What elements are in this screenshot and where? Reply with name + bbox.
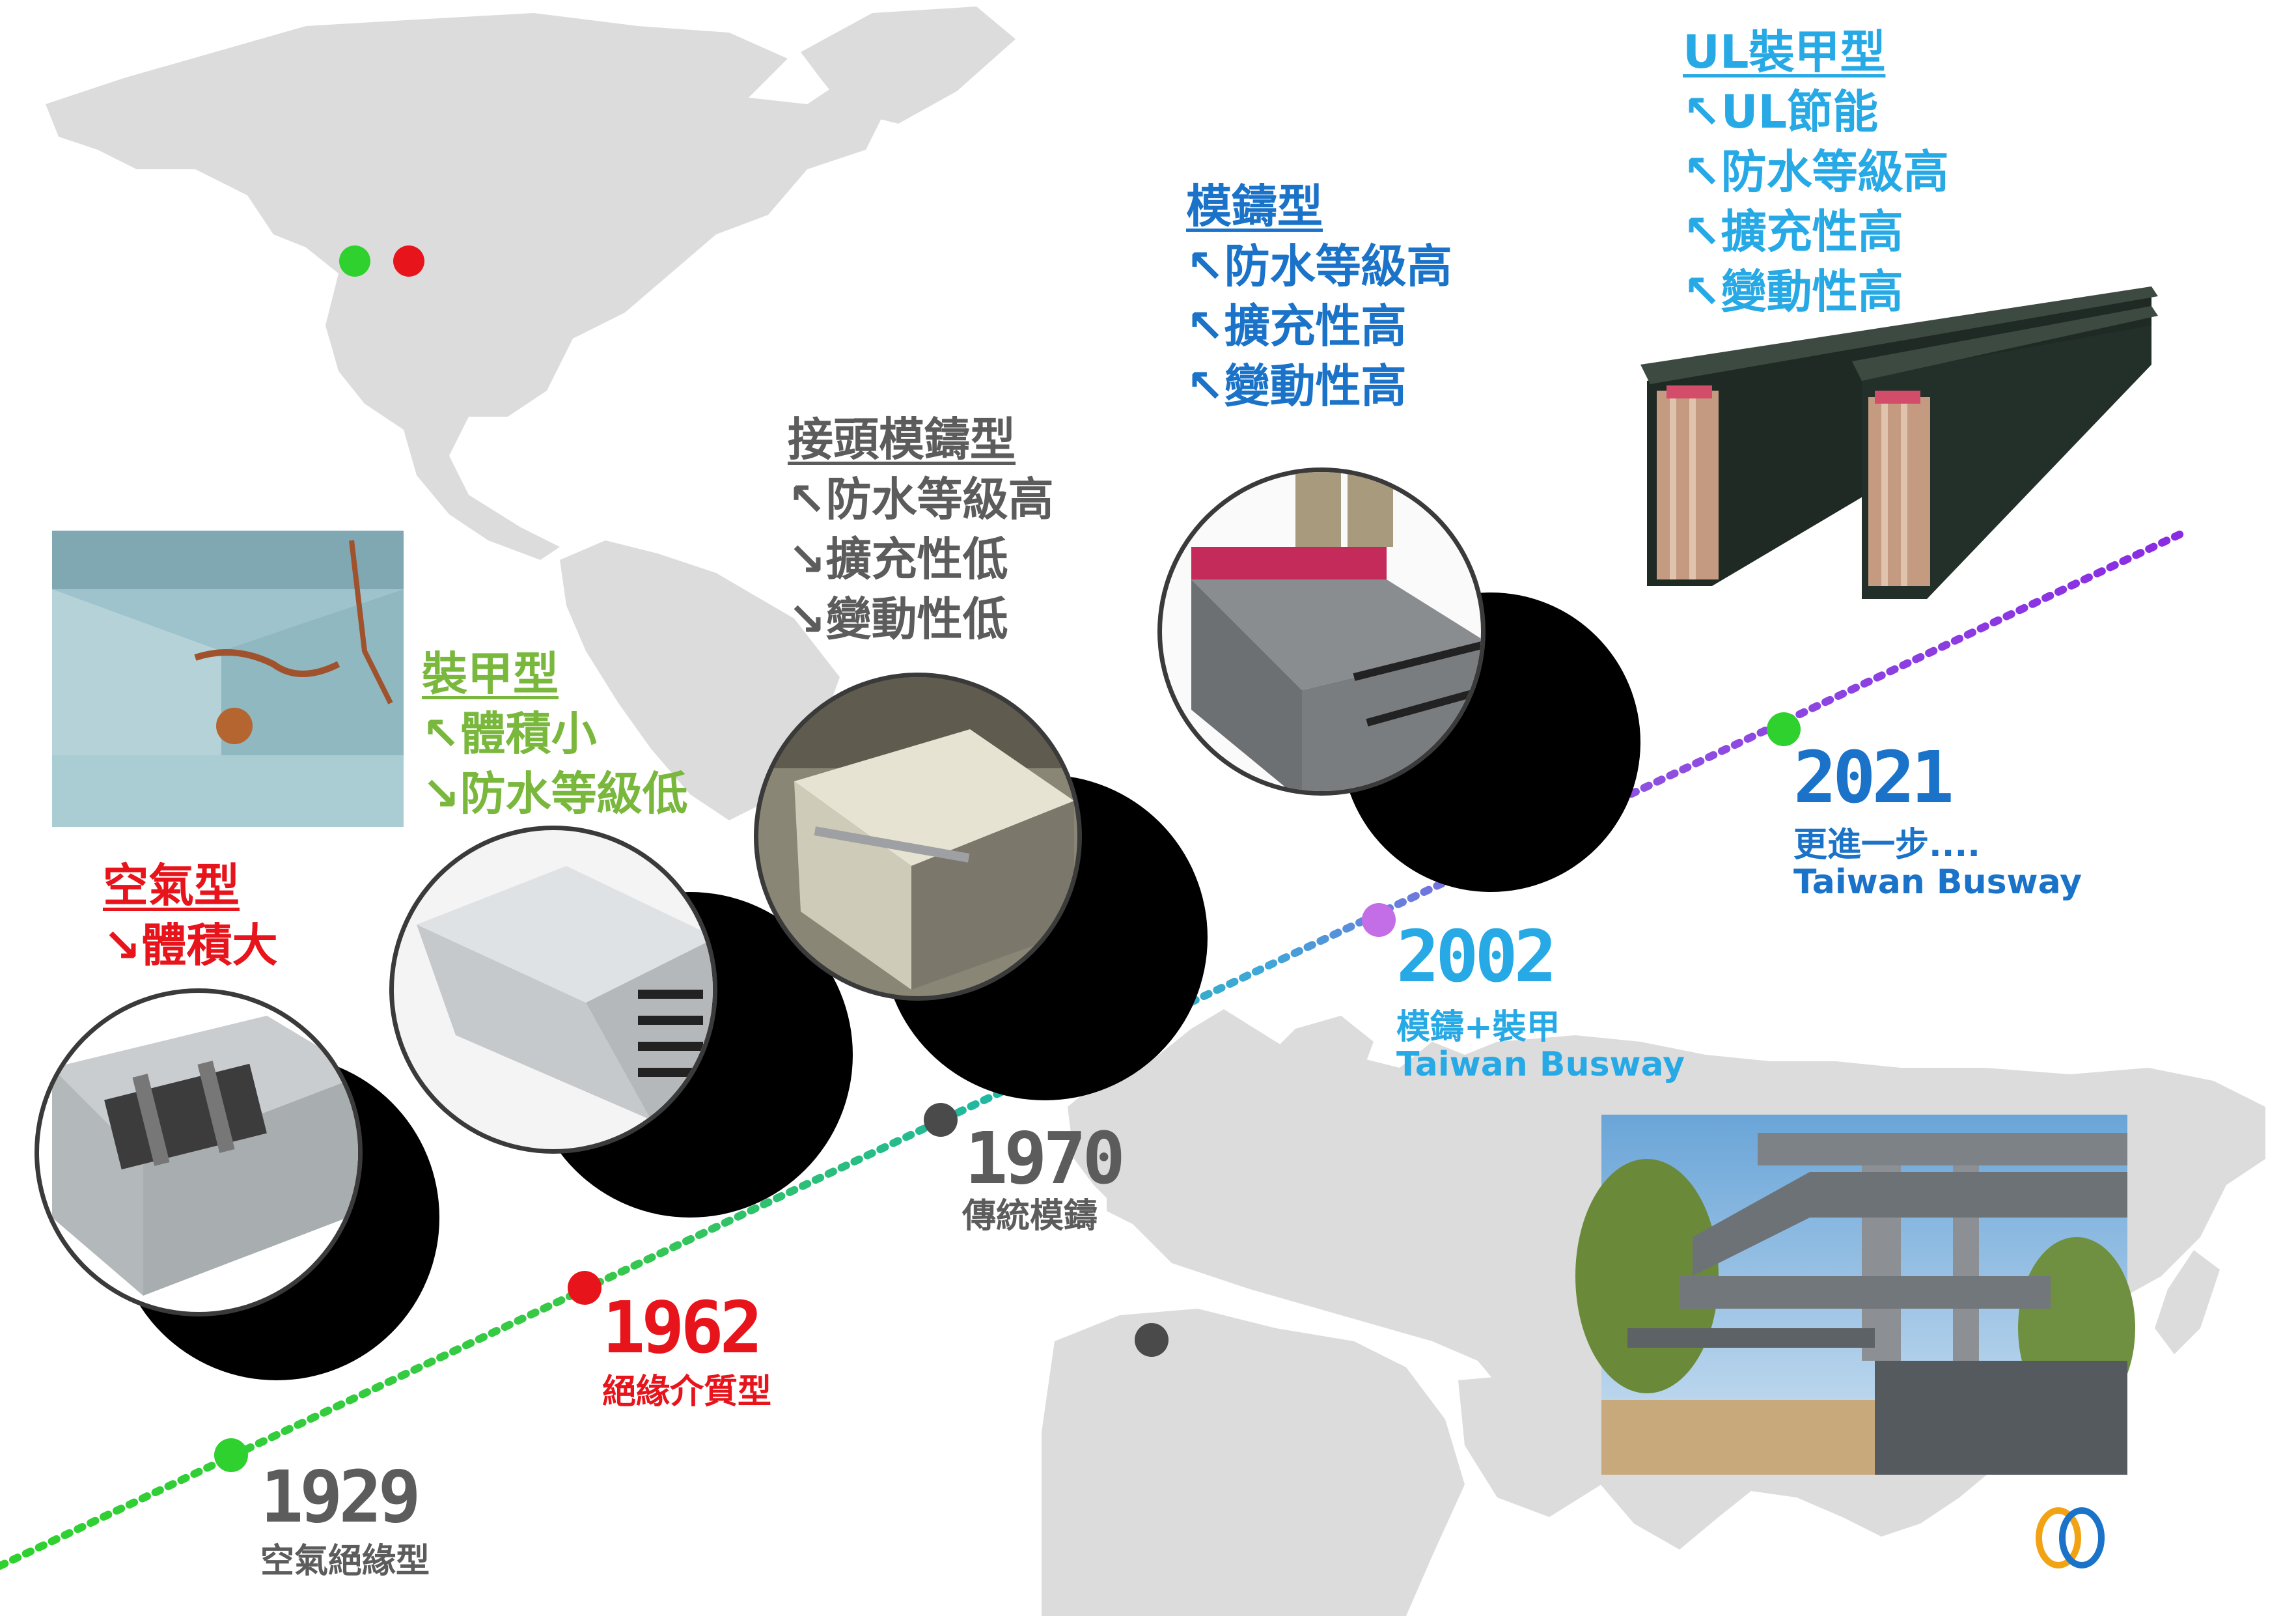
milestone-sub-2002-2: Taiwan Busway <box>1396 1045 1685 1084</box>
milestone-year-2002: 2002 <box>1396 915 1557 998</box>
label-armor: 裝甲型 ↖體積小 ↘防水等級低 <box>422 651 688 816</box>
label-ul-armor-line-3: ↖擴充性高 <box>1683 205 1903 258</box>
milestone-year-1929: 1929 <box>260 1455 421 1539</box>
timeline-dot-1970 <box>924 1103 958 1137</box>
label-ul-armor-line-4: ↖變動性高 <box>1683 265 1903 318</box>
milestone-sub-1962: 絕緣介質型 <box>602 1372 772 1412</box>
map-africa <box>1042 1309 1465 1616</box>
label-joint-cast-line-2: ↘擴充性低 <box>788 533 1008 586</box>
ul-armored-busway-photo <box>1640 286 2158 599</box>
joint-cast-busway-photo <box>754 673 1208 1100</box>
label-cast-line-2: ↖擴充性高 <box>1186 300 1407 353</box>
label-armor-title: 裝甲型 <box>422 647 559 701</box>
label-ul-armor-line-2: ↖防水等級高 <box>1683 145 1949 199</box>
timeline-dot-1962 <box>568 1271 602 1305</box>
milestone-year-2021: 2021 <box>1793 736 1954 819</box>
label-cast: 模鑄型 ↖防水等級高 ↖擴充性高 ↖變動性高 <box>1186 184 1452 409</box>
milestone-sub-2002-1: 模鑄+裝甲 <box>1396 1008 1560 1047</box>
outdoor-busway-installation-photo <box>1575 1115 2135 1475</box>
label-joint-cast-line-1: ↖防水等級高 <box>788 473 1054 526</box>
map-japan <box>2155 1250 2220 1354</box>
armored-busway-photo <box>389 826 853 1218</box>
taiwan-busway-logo <box>2036 1507 2105 1568</box>
label-air: 空氣型 ↘體積大 <box>103 863 278 968</box>
air-busway-section-photo <box>35 988 439 1380</box>
milestone-year-1970: 1970 <box>965 1117 1126 1200</box>
label-ul-armor-title: UL裝甲型 <box>1683 25 1886 79</box>
label-ul-armor: UL裝甲型 ↖UL節能 ↖防水等級高 ↖擴充性高 ↖變動性高 <box>1683 29 1949 314</box>
timeline-dot-2002 <box>1362 903 1396 937</box>
map-south-america <box>560 540 840 820</box>
map-arabia <box>1458 1374 1601 1517</box>
label-air-line-1: ↘體積大 <box>103 919 278 972</box>
milestone-sub-1929: 空氣絕緣型 <box>260 1542 430 1581</box>
map-uk <box>1107 1152 1152 1224</box>
label-joint-cast-title: 接頭模鑄型 <box>788 413 1016 466</box>
label-cast-title: 模鑄型 <box>1186 180 1323 233</box>
cast-resin-busway-photo <box>1157 467 1640 892</box>
label-ul-armor-line-1: ↖UL節能 <box>1683 85 1879 139</box>
map-dot-green <box>339 245 370 277</box>
label-cast-line-1: ↖防水等級高 <box>1186 240 1452 293</box>
map-north-america <box>46 13 892 560</box>
milestone-sub-1970: 傳統模鑄 <box>962 1197 1098 1236</box>
label-armor-line-2: ↘防水等級低 <box>422 767 688 820</box>
map-dot-red <box>393 245 424 277</box>
label-joint-cast-line-3: ↘變動性低 <box>788 592 1008 646</box>
map-dot-europe <box>1135 1323 1169 1357</box>
map-scandinavia <box>1256 1016 1374 1120</box>
milestone-year-1962: 1962 <box>602 1286 763 1369</box>
map-greenland <box>801 7 1016 124</box>
label-joint-cast: 接頭模鑄型 ↖防水等級高 ↘擴充性低 ↘變動性低 <box>788 417 1054 642</box>
label-cast-line-3: ↖變動性高 <box>1186 359 1407 413</box>
timeline-dot-2021 <box>1767 712 1801 746</box>
label-armor-line-1: ↖體積小 <box>422 707 597 760</box>
timeline-dot-1929 <box>214 1438 248 1472</box>
label-air-title: 空氣型 <box>103 859 240 912</box>
air-duct-corroded-photo <box>52 531 404 827</box>
milestone-sub-2021-2: Taiwan Busway <box>1793 863 2082 902</box>
milestone-sub-2021-1: 更進一步.... <box>1793 826 1981 865</box>
